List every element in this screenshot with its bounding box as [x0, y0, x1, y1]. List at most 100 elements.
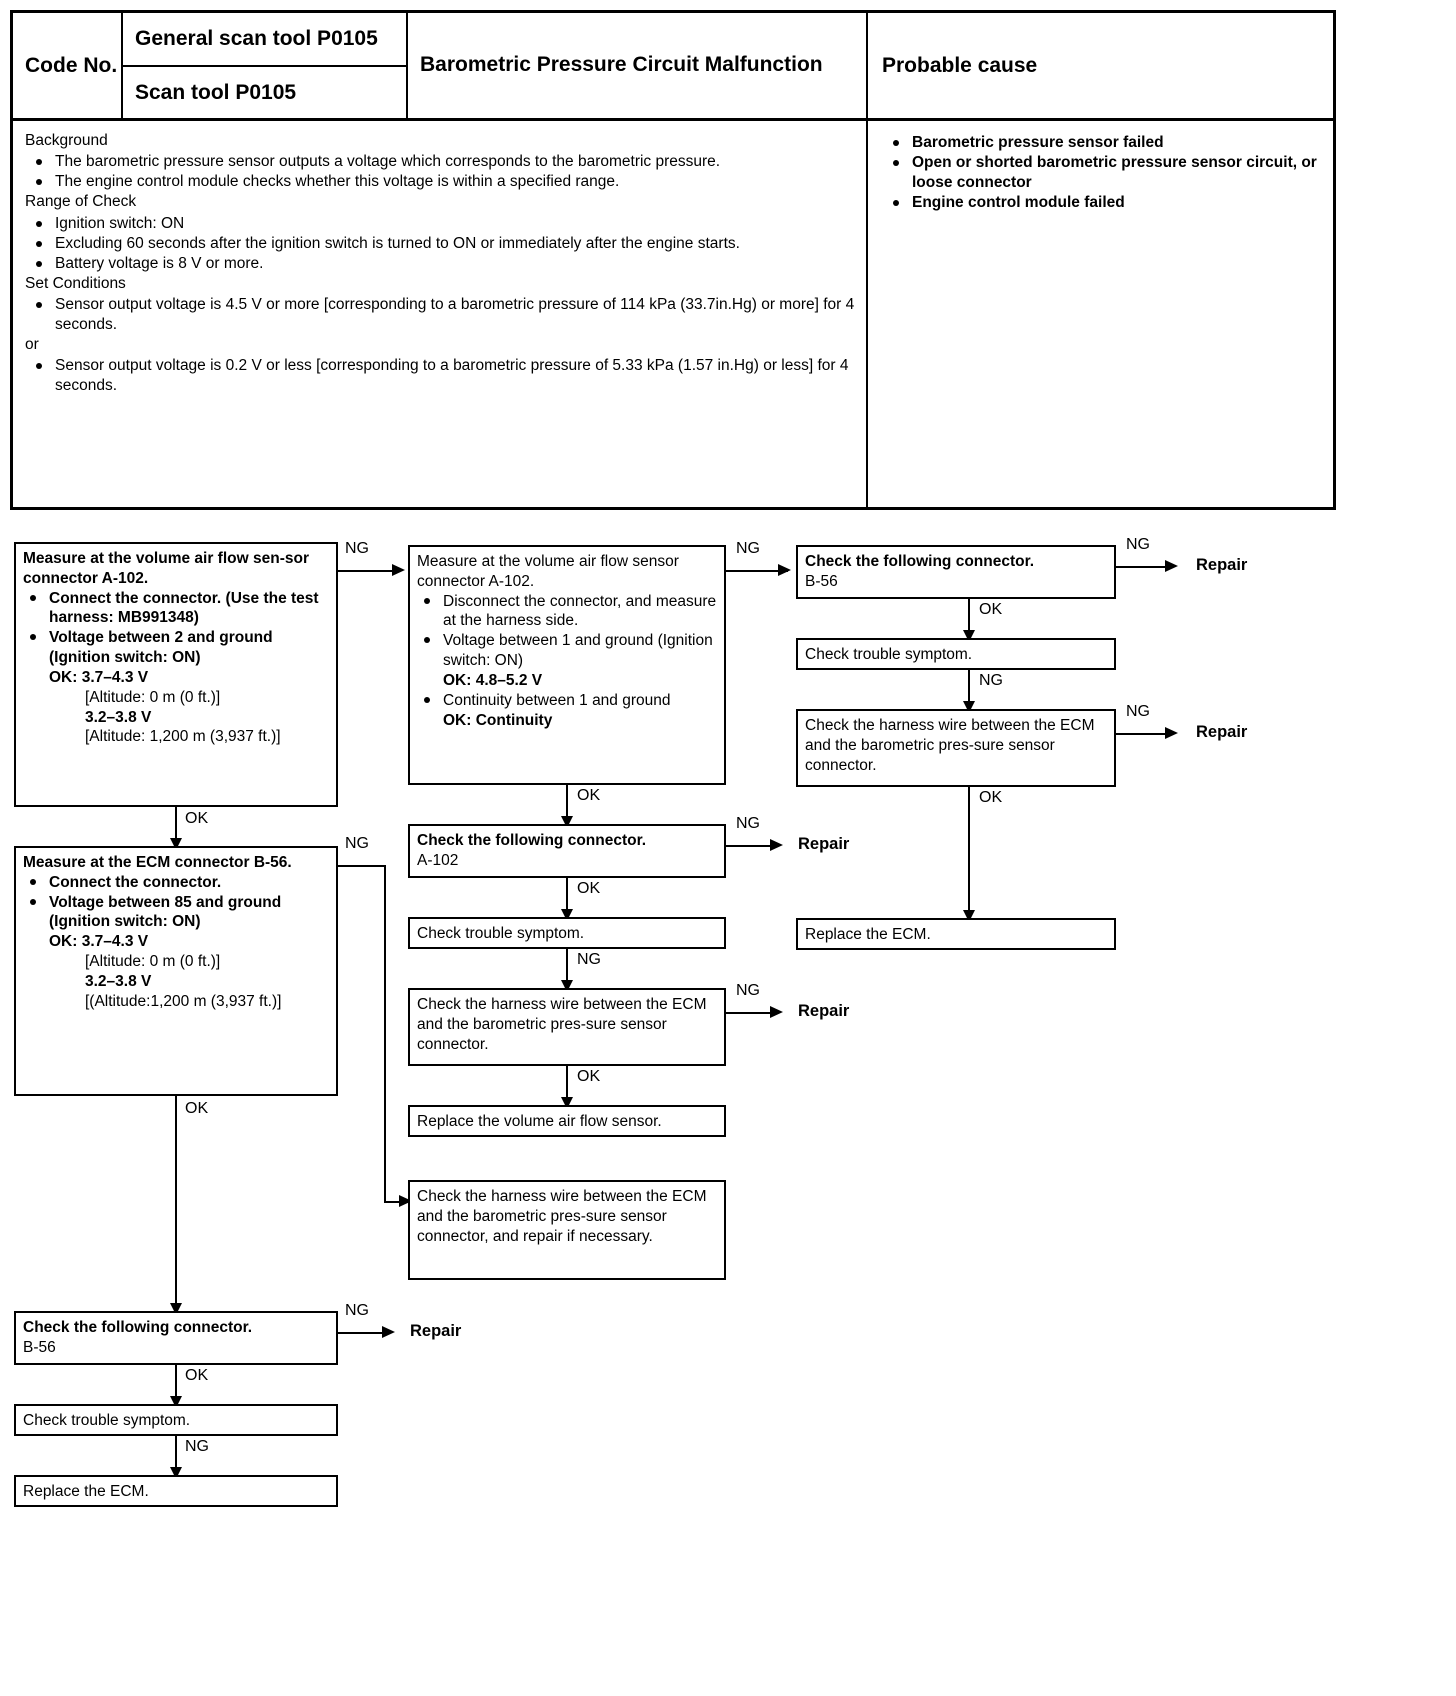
code-no-cell: Code No. — [13, 13, 123, 118]
edge-label-repair: Repair — [1196, 556, 1248, 574]
probable-cause-list: Barometric pressure sensor failed Open o… — [882, 133, 1325, 214]
connector-line — [338, 865, 386, 867]
edge-label-ok: OK — [979, 601, 1003, 618]
connector-line — [968, 787, 970, 921]
box-title: Replace the ECM. — [805, 926, 931, 943]
arrow-right-icon — [770, 839, 783, 851]
list-item: Open or shorted barometric pressure sens… — [882, 153, 1325, 193]
box-title: Measure at the volume air flow sensor co… — [417, 553, 679, 590]
edge-label-ng: NG — [345, 540, 369, 557]
edge-label-repair: Repair — [798, 835, 850, 853]
flow-box-check-connector-a102: Check the following connector. A-102 — [408, 824, 726, 878]
box-ok-line-2: OK: Continuity — [443, 711, 553, 729]
connector-line — [726, 570, 788, 572]
box-altitude-2: [(Altitude:1,200 m (3,937 ft.)] — [85, 992, 282, 1010]
box-title: Check the harness wire between the ECM a… — [417, 996, 707, 1053]
flow-box-check-connector-b56-left: Check the following connector. B-56 — [14, 1311, 338, 1365]
edge-label-ng: NG — [1126, 703, 1150, 720]
list-item: Engine control module failed — [882, 193, 1325, 213]
box-title: Check the harness wire between the ECM a… — [805, 717, 1095, 774]
list-item: Continuity between 1 and ground — [417, 691, 718, 711]
edge-label-ng: NG — [1126, 536, 1150, 553]
edge-label-ng: NG — [979, 672, 1003, 689]
connector-line — [968, 599, 970, 641]
arrow-right-icon — [770, 1006, 783, 1018]
box-title: Check the following connector. — [417, 832, 647, 849]
box-bullets-2: Continuity between 1 and ground — [417, 691, 718, 711]
box-title: Replace the volume air flow sensor. — [417, 1113, 662, 1130]
box-bullets: Disconnect the connector, and measure at… — [417, 592, 718, 671]
flow-box-check-trouble-symptom-left: Check trouble symptom. — [14, 1404, 338, 1436]
fault-title-cell: Barometric Pressure Circuit Malfunction — [408, 13, 868, 118]
ok-value: 3.7–4.3 V — [81, 668, 149, 686]
box-title: Check trouble symptom. — [805, 646, 973, 663]
connector-line — [566, 878, 568, 920]
box-title: Check the following connector. — [805, 553, 1035, 570]
probable-cause-header: Probable cause — [882, 53, 1038, 77]
list-item: Sensor output voltage is 0.2 V or less [… — [25, 356, 856, 396]
box-title: Measure at the ECM connector B-56. — [23, 854, 292, 871]
dtc-header-row: Code No. General scan tool P0105 Scan to… — [13, 13, 1333, 121]
flow-box-replace-vaf-sensor: Replace the volume air flow sensor. — [408, 1105, 726, 1137]
flow-box-check-trouble-symptom-right: Check trouble symptom. — [796, 638, 1116, 670]
arrow-right-icon — [1165, 560, 1178, 572]
box-title: Check the harness wire between the ECM a… — [417, 1188, 707, 1245]
connector-line — [338, 570, 400, 572]
background-heading: Background — [25, 132, 108, 149]
list-item: Barometric pressure sensor failed — [882, 133, 1325, 153]
box-title: Check trouble symptom. — [417, 925, 585, 942]
connector-line — [384, 1201, 408, 1203]
edge-label-ok: OK — [185, 1367, 209, 1384]
edge-label-ng: NG — [736, 982, 760, 999]
connector-line — [175, 1096, 177, 1314]
set-conditions-heading: Set Conditions — [25, 274, 126, 292]
connector-line — [726, 845, 776, 847]
probable-cause-list-cell: Barometric pressure sensor failed Open o… — [868, 121, 1333, 510]
arrow-right-icon — [1165, 727, 1178, 739]
edge-label-ok: OK — [185, 810, 209, 827]
connector-line — [175, 1365, 177, 1407]
connector-line — [338, 1332, 388, 1334]
general-scan-tool-value: General scan tool P0105 — [123, 13, 406, 67]
edge-label-ng: NG — [736, 815, 760, 832]
flow-box-replace-ecm-left: Replace the ECM. — [14, 1475, 338, 1507]
edge-label-ng: NG — [185, 1438, 209, 1455]
range-of-check-list: Ignition switch: ON Excluding 60 seconds… — [25, 214, 856, 274]
flow-box-check-trouble-symptom-mid: Check trouble symptom. — [408, 917, 726, 949]
list-item: Excluding 60 seconds after the ignition … — [25, 234, 856, 254]
connector-line — [566, 785, 568, 827]
box-bullets: Connect the connector. (Use the test har… — [23, 589, 330, 668]
background-list: The barometric pressure sensor outputs a… — [25, 152, 856, 192]
flow-box-check-harness-and-repair: Check the harness wire between the ECM a… — [408, 1180, 726, 1280]
edge-label-ok: OK — [979, 789, 1003, 806]
list-item: Voltage between 85 and ground (Ignition … — [23, 893, 330, 933]
set-conditions-or: or — [25, 336, 39, 354]
box-title: Measure at the volume air flow sen-sor c… — [23, 550, 309, 587]
connector-line — [968, 670, 970, 712]
list-item: Ignition switch: ON — [25, 214, 856, 234]
edge-label-repair: Repair — [410, 1322, 462, 1340]
edge-label-ng: NG — [345, 835, 369, 852]
dtc-header-table: Code No. General scan tool P0105 Scan to… — [10, 10, 1336, 510]
flow-box-measure-ecm-b56: Measure at the ECM connector B-56. Conne… — [14, 846, 338, 1096]
box-title: Check the following connector. — [23, 1319, 253, 1336]
box-ok-line: OK: 3.7–4.3 V — [23, 932, 330, 952]
edge-label-ok: OK — [577, 787, 601, 804]
flow-box-check-harness-mid: Check the harness wire between the ECM a… — [408, 988, 726, 1066]
edge-label-ng: NG — [345, 1302, 369, 1319]
scan-tool-cell: General scan tool P0105 Scan tool P0105 — [123, 13, 408, 118]
connector-line — [175, 807, 177, 849]
list-item: Connect the connector. — [23, 873, 330, 893]
scan-tool-value: Scan tool P0105 — [135, 80, 297, 104]
connector-line — [1116, 566, 1172, 568]
flow-box-check-connector-b56-right: Check the following connector. B-56 — [796, 545, 1116, 599]
arrow-right-icon — [392, 564, 405, 576]
range-of-check-heading: Range of Check — [25, 193, 137, 211]
box-altitude-1: [Altitude: 0 m (0 ft.)] — [85, 688, 221, 706]
ok-label: OK: — [49, 668, 78, 686]
box-ok-line: OK: 4.8–5.2 V — [417, 671, 718, 691]
box-altitude-2: [Altitude: 1,200 m (3,937 ft.)] — [85, 728, 281, 746]
edge-label-ok: OK — [577, 1068, 601, 1085]
flow-box-measure-vaf-a102: Measure at the volume air flow sen-sor c… — [14, 542, 338, 807]
connector-line — [384, 865, 386, 1203]
